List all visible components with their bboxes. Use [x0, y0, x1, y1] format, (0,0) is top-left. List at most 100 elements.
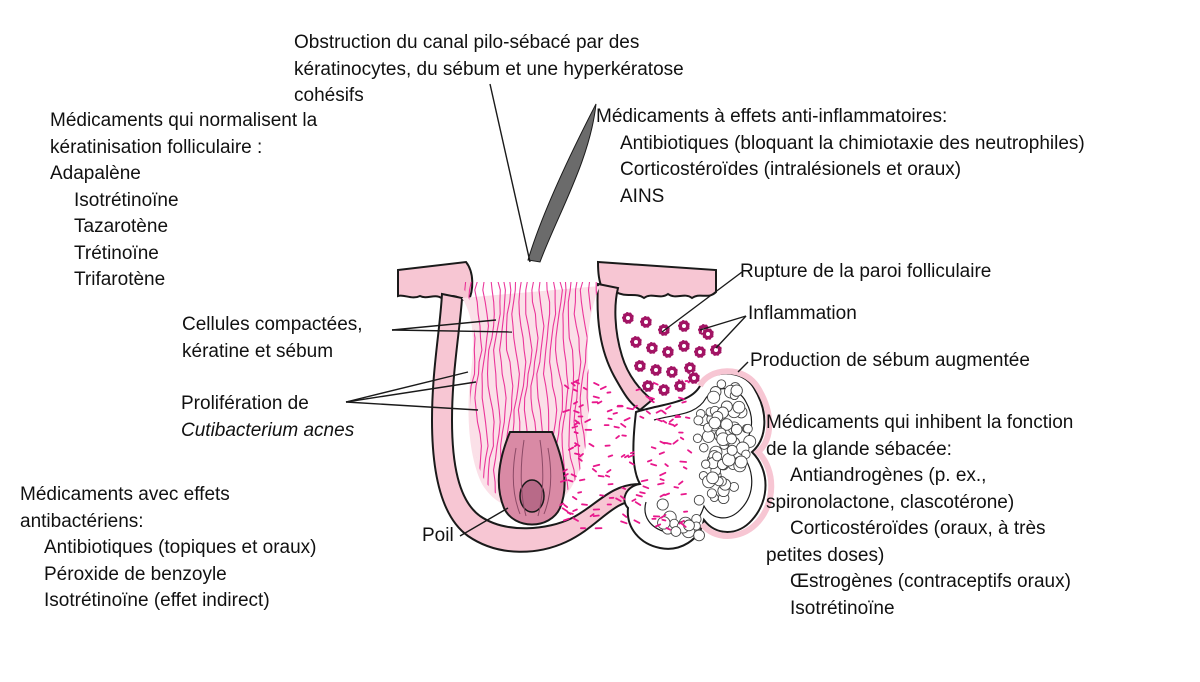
sebocyte [670, 526, 682, 537]
sebum-fragment [581, 503, 588, 506]
spilled-sebum [559, 379, 696, 531]
anti-inflammatory-item: Antibiotiques (bloquant la chimiotaxie d… [620, 132, 1085, 154]
sebum-fragment [673, 423, 678, 428]
sebum-fragment [659, 440, 666, 445]
inflammatory-cell-nucleus [650, 346, 654, 350]
sebum-fragment [635, 494, 643, 498]
sebocyte [730, 423, 743, 436]
keratin-strand [567, 282, 576, 504]
sebum-fragment [650, 463, 658, 467]
leader-proliferation-c [345, 401, 479, 411]
sebum-fragment [605, 474, 611, 478]
antibacterial-heading-2: antibactériens: [20, 510, 144, 532]
sebocyte [743, 423, 753, 434]
keratin-strand [561, 282, 569, 504]
sebum-fragment [592, 395, 600, 399]
sebum-fragment [652, 381, 659, 386]
sebum-fragment [672, 439, 679, 445]
sebum-fragment [659, 471, 667, 477]
leader-obstruction [489, 83, 531, 263]
sebum-fragment [579, 478, 586, 482]
sebum-fragment [563, 504, 569, 509]
label-poil: Poil [422, 523, 454, 550]
inflammatory-cell-nucleus [692, 376, 696, 380]
sebum-fragment [645, 410, 651, 415]
keratin-strand [474, 282, 483, 504]
sebum-fragment [574, 442, 581, 447]
obstruction-line-1: Obstruction du canal pilo-sébacé par des [294, 32, 640, 53]
sebocyte [701, 459, 711, 469]
sebum-fragment [620, 520, 628, 525]
sebum-fragment [654, 523, 662, 528]
sebum-fragment [572, 379, 580, 384]
rupture-text: Rupture de la paroi folliculaire [740, 261, 992, 282]
sebocyte [706, 488, 717, 499]
hair-shaft [527, 103, 597, 263]
inflammatory-cell-nucleus [698, 350, 702, 354]
sebum-fragment [678, 480, 684, 486]
sebum-fragment [665, 405, 672, 411]
sebocyte [734, 455, 748, 469]
sebocyte [726, 433, 737, 445]
leader-lines [345, 83, 749, 537]
label-proliferation: Prolifération de Cutibacterium acnes [181, 391, 354, 444]
inflammatory-cell-nucleus [638, 364, 642, 368]
keratinisation-item: Isotrétinoïne [74, 189, 179, 211]
sebum-fragment [634, 501, 642, 506]
label-obstruction: Obstruction du canal pilo-sébacé par des… [294, 30, 684, 110]
sebum-fragment [682, 466, 688, 470]
leader-sebum [737, 361, 749, 373]
sebocyte [693, 494, 705, 506]
sebum-fragment [561, 507, 568, 513]
sebum-fragment [620, 453, 626, 458]
inflammatory-cell-nucleus [626, 316, 630, 320]
sebocyte [726, 444, 738, 456]
inflammatory-cell-nucleus [714, 348, 718, 352]
leader-poil [459, 507, 509, 537]
sebum-fragment [573, 431, 579, 435]
label-inflammation: Inflammation [748, 301, 857, 328]
sebaceous-heading-1: Médicaments qui inhibent la fonction [766, 412, 1074, 433]
dermal-papilla [519, 479, 545, 513]
sebum-fragment [606, 469, 612, 474]
keratinisation-heading-1: Médicaments qui normalisent la [50, 110, 318, 131]
sebum-fragment [566, 510, 572, 515]
sebocyte [693, 415, 704, 426]
sebum-fragment [592, 463, 601, 468]
sebum-fragment [572, 517, 579, 522]
sebum-fragment [623, 417, 631, 422]
sebum-fragment [599, 385, 607, 391]
sebaceous-line: Isotrétinoïne [790, 597, 895, 619]
sebum-fragment [645, 395, 652, 401]
obstruction-line-2: kératinocytes, du sébum et une hyperkéra… [294, 58, 684, 80]
sebum-fragment [639, 491, 646, 495]
sebum-fragment [589, 513, 595, 518]
sebocyte [706, 471, 719, 485]
sebum-fragment [599, 494, 605, 497]
sebum-fragment [687, 449, 693, 454]
sebum-fragment [606, 408, 613, 413]
inflammatory-cell-nucleus [682, 344, 686, 348]
sebum-fragment [584, 418, 591, 423]
sebum-fragment [579, 452, 584, 458]
sebum-fragment [597, 474, 605, 478]
sebum-fragment [664, 492, 670, 497]
sebum-fragment [573, 409, 580, 414]
sebum-fragment [568, 446, 574, 451]
keratin-strand [573, 282, 582, 504]
obstruction-line-3: cohésifs [294, 85, 364, 106]
antibacterial-item: Péroxide de benzoyle [44, 563, 227, 585]
label-sebaceous-drugs: Médicaments qui inhibent la fonction de … [766, 410, 1073, 622]
sebum-fragment [665, 527, 672, 531]
sebum-fragment [680, 492, 687, 496]
inflammatory-cells [621, 311, 723, 397]
sebum-fragment [628, 461, 635, 466]
sebum-fragment [685, 416, 691, 420]
compacted-line-2: kératine et sébum [182, 340, 334, 362]
sebocyte [656, 498, 669, 511]
anti-inflammatory-heading: Médicaments à effets anti-inflammatoires… [596, 106, 948, 127]
anti-inflammatory-item: AINS [620, 185, 665, 207]
sebum-fragment [668, 422, 675, 427]
sebum-fragment [563, 517, 570, 522]
sebum-fragment [678, 396, 685, 400]
